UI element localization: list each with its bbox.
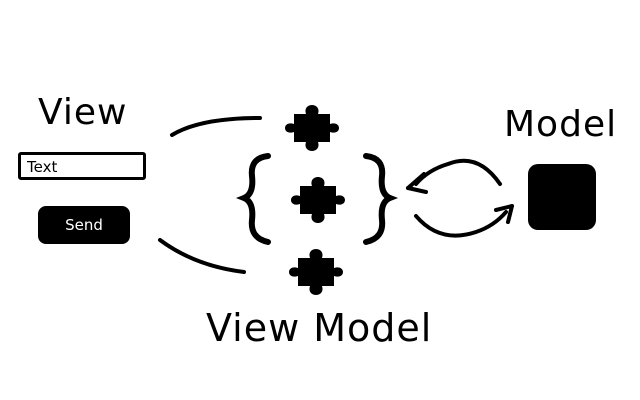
left-curly-brace-icon [235, 153, 271, 245]
view-model-title: View Model [206, 306, 433, 350]
cycle-arrow-bottom [414, 210, 508, 238]
puzzle-piece-icon [285, 105, 339, 151]
cycle-arrow-top-head [406, 172, 428, 194]
cycle-arrow-bottom-head [494, 204, 514, 224]
cycle-arrow-top [414, 158, 502, 186]
text-input[interactable] [18, 152, 146, 180]
view-title: View [38, 92, 128, 133]
model-data-block [528, 164, 596, 230]
model-title: Model [504, 104, 618, 145]
view-to-viewmodel-upper-connector [170, 116, 262, 137]
send-button[interactable]: Send [38, 206, 130, 244]
puzzle-piece-icon [289, 249, 343, 295]
right-curly-brace-icon [363, 153, 399, 245]
view-to-viewmodel-lower-connector [158, 238, 246, 274]
puzzle-piece-icon [291, 177, 345, 223]
